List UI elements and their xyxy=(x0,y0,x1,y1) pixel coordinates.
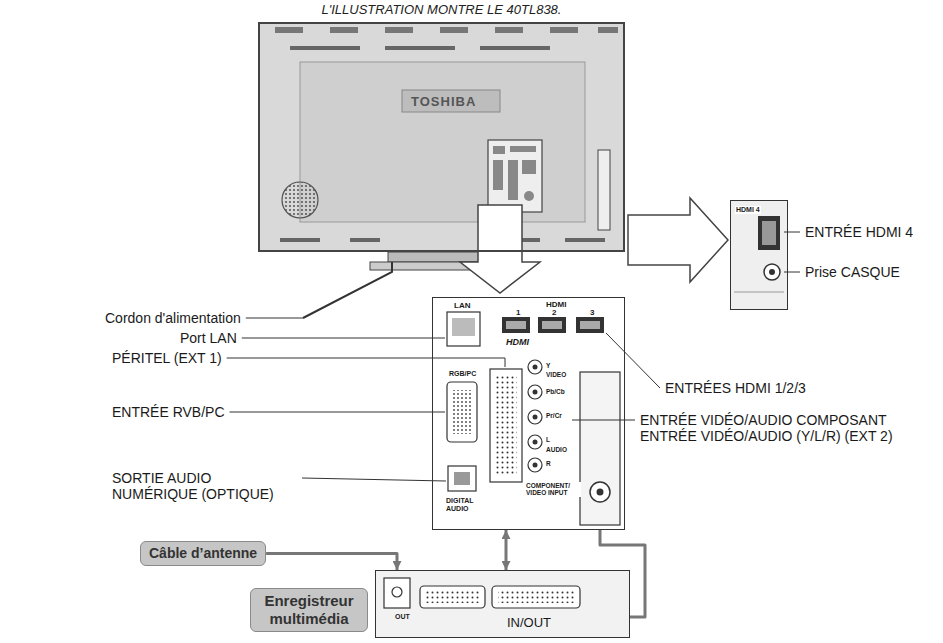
callout-text: Câble d’antenne xyxy=(149,545,257,562)
logo-text: HDMI xyxy=(505,337,530,347)
leader-line xyxy=(784,272,800,273)
callout-pill: Enregistreur multimédia xyxy=(250,588,368,632)
pin-name: Pb/Cb xyxy=(545,388,566,395)
port-number: 3 xyxy=(589,308,595,317)
pin-name: Y xyxy=(545,362,551,369)
part-label: SORTIE AUDIO NUMÉRIQUE (OPTIQUE) xyxy=(112,470,297,502)
part-label: ENTRÉE RVB/PC xyxy=(112,404,225,420)
part-label: PÉRITEL (EXT 1) xyxy=(112,350,222,366)
connection-panel-art xyxy=(432,297,625,530)
callout-pill: Câble d’antenne xyxy=(140,541,266,566)
side-panel-art xyxy=(730,200,788,310)
leader-line xyxy=(242,338,445,339)
callout-text: Enregistreur multimédia xyxy=(259,592,359,628)
side-panel: HDMI 4 xyxy=(730,200,788,310)
port-name: HDMI 4 xyxy=(735,206,761,214)
tv-housing: TOSHIBA xyxy=(258,22,625,252)
part-label: ENTRÉE HDMI 4 xyxy=(805,224,913,240)
pin-name: VIDEO xyxy=(545,371,567,378)
port-name: DIGITAL AUDIO xyxy=(445,497,487,513)
callout-arrow xyxy=(628,198,728,282)
part-label: Cordon d'alimentation xyxy=(105,310,241,326)
pin-name: AUDIO xyxy=(545,446,568,453)
connection-panel: LAN HDMI 1 2 3RGB/PC DIGITAL AUDIO Y VIDEO Pb/Cb… xyxy=(432,297,625,530)
port-name: IN/OUT xyxy=(506,616,552,631)
recorder-art xyxy=(375,570,630,638)
leader-line xyxy=(302,478,446,481)
port-number: 2 xyxy=(551,308,557,317)
cable-connector xyxy=(600,530,645,617)
cable-connector xyxy=(505,530,508,570)
figure-title: L'ILLUSTRATION MONTRE LE 40TL838. xyxy=(0,3,913,18)
pin-name: L xyxy=(545,436,551,443)
leader-line xyxy=(784,232,800,233)
port-name: COMPONENT/ VIDEO INPUT xyxy=(525,482,581,497)
pin-name: R xyxy=(545,460,552,467)
port-name: RGB/PC xyxy=(448,370,477,378)
port-name: OUT xyxy=(394,613,411,621)
pin-name: Pr/Cr xyxy=(545,412,563,419)
recorder-box: OUT IN/OUT xyxy=(375,570,630,638)
callout-arrow xyxy=(460,205,540,293)
port-name: LAN xyxy=(453,301,471,310)
tv-back xyxy=(258,22,625,318)
leader-line xyxy=(572,420,635,421)
leader-line xyxy=(227,358,505,367)
brand-name: TOSHIBA xyxy=(410,95,477,110)
leader-line xyxy=(606,333,660,388)
leader-line xyxy=(246,318,303,319)
part-label: ENTRÉE VIDÉO/AUDIO COMPOSANT ENTRÉE VIDÉ… xyxy=(640,412,915,444)
part-label: Prise CASQUE xyxy=(805,264,900,280)
cable-connector xyxy=(266,553,397,570)
part-label: ENTRÉES HDMI 1/2/3 xyxy=(665,380,806,396)
part-label: Port LAN xyxy=(180,330,237,346)
port-number: 1 xyxy=(515,308,521,317)
leader-line xyxy=(230,412,446,413)
